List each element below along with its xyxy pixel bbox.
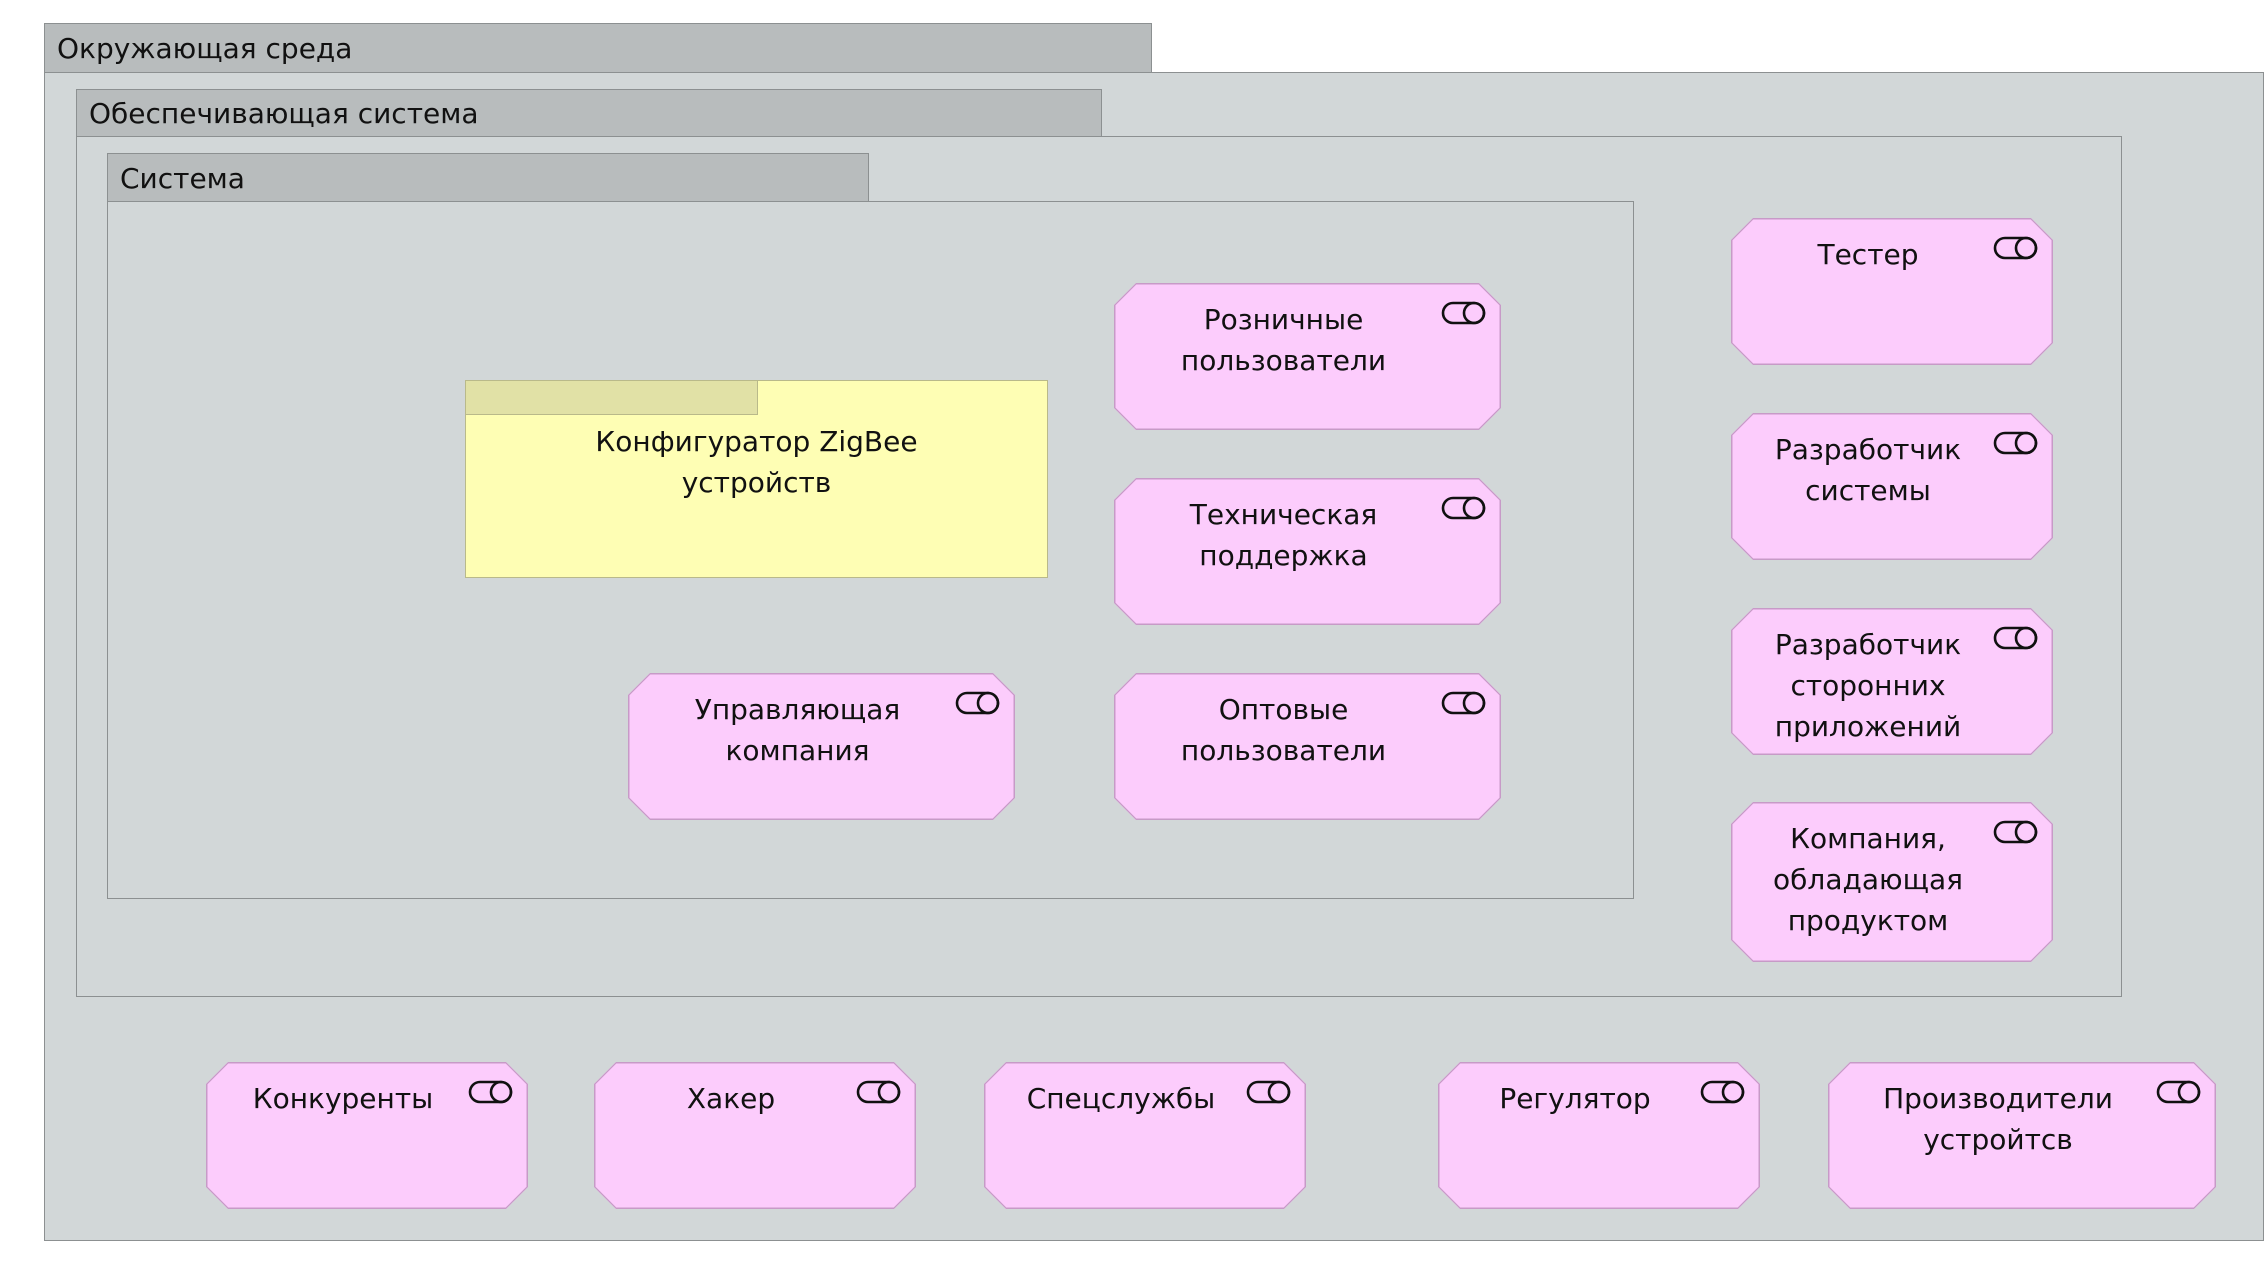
role-label: Техническая поддержка [1126, 494, 1441, 576]
role-border [984, 1062, 1306, 1209]
role-label-line: Техническая [1189, 498, 1378, 531]
role-label-line: Регулятор [1499, 1082, 1651, 1115]
system-group-label: Система [120, 161, 245, 195]
role-special-services[interactable]: Спецслужбы [984, 1062, 1306, 1209]
role-hacker[interactable]: Хакер [594, 1062, 916, 1209]
business-role-icon [468, 1080, 514, 1104]
role-label: Регулятор [1450, 1078, 1700, 1119]
business-role-icon [1993, 236, 2039, 260]
role-border [206, 1062, 528, 1209]
role-management-company[interactable]: Управляющая компания [628, 673, 1015, 820]
supporting-system-group-label: Обеспечивающая система [89, 97, 479, 130]
role-label-line: пользователи [1180, 734, 1387, 767]
business-role-icon [1993, 626, 2039, 650]
role-label-line: Компания, [1790, 822, 1946, 855]
role-label-line: устройтсв [1923, 1123, 2073, 1156]
role-label: Тестер [1743, 234, 1993, 275]
role-label: Разработчик сторонних приложений [1743, 624, 1993, 747]
business-role-icon [1993, 820, 2039, 844]
role-label: Управляющая компания [640, 689, 955, 771]
role-border [1731, 802, 2053, 962]
role-label-line: сторонних [1790, 669, 1946, 702]
role-border [1731, 413, 2053, 560]
role-label-line: Оптовые [1218, 693, 1349, 726]
role-label: Спецслужбы [996, 1078, 1246, 1119]
role-border [1114, 673, 1501, 820]
role-third-party-developer[interactable]: Разработчик сторонних приложений [1731, 608, 2053, 755]
role-label-line: Конкуренты [252, 1082, 434, 1115]
role-label: Компания, обладающая продуктом [1743, 818, 1993, 941]
system-group-tab[interactable]: Система [107, 153, 869, 202]
business-role-icon [2156, 1080, 2202, 1104]
role-border [1114, 283, 1501, 430]
environment-group-label: Окружающая среда [57, 32, 353, 65]
role-regulator[interactable]: Регулятор [1438, 1062, 1760, 1209]
role-label-line: Тестер [1817, 238, 1919, 271]
role-label-line: Производители [1883, 1082, 2113, 1115]
role-border [594, 1062, 916, 1209]
role-label-line: системы [1805, 474, 1931, 507]
role-tech-support[interactable]: Техническая поддержка [1114, 478, 1501, 625]
role-label-line: Хакер [686, 1082, 776, 1115]
role-label-line: Спецслужбы [1026, 1082, 1216, 1115]
role-label-line: продуктом [1787, 904, 1949, 937]
role-label-line: Розничные [1203, 303, 1364, 336]
role-label-line: Управляющая [694, 693, 901, 726]
business-role-icon [1441, 691, 1487, 715]
role-label-line: поддержка [1199, 539, 1368, 572]
business-role-icon [856, 1080, 902, 1104]
role-label: Конкуренты [218, 1078, 468, 1119]
business-role-icon [955, 691, 1001, 715]
environment-group-tab[interactable]: Окружающая среда [44, 23, 1152, 73]
role-border [1731, 608, 2053, 755]
role-competitors[interactable]: Конкуренты [206, 1062, 528, 1209]
application-tab [466, 381, 758, 415]
role-device-manufacturers[interactable]: Производители устройтсв [1828, 1062, 2216, 1209]
business-role-icon [1246, 1080, 1292, 1104]
role-product-owner-company[interactable]: Компания, обладающая продуктом [1731, 802, 2053, 962]
role-label-line: пользователи [1180, 344, 1387, 377]
role-border [628, 673, 1015, 820]
zigbee-configurator-application[interactable]: Конфигуратор ZigBee устройств [465, 380, 1048, 578]
role-label: Хакер [606, 1078, 856, 1119]
role-border [1731, 218, 2053, 365]
role-border [1114, 478, 1501, 625]
business-role-icon [1993, 431, 2039, 455]
role-label-line: Разработчик [1774, 628, 1962, 661]
role-retail-users[interactable]: Розничные пользователи [1114, 283, 1501, 430]
business-role-icon [1700, 1080, 1746, 1104]
role-label-line: компания [725, 734, 870, 767]
business-role-icon [1441, 301, 1487, 325]
role-label: Розничные пользователи [1126, 299, 1441, 381]
role-label: Разработчик системы [1743, 429, 1993, 511]
role-label-line: обладающая [1773, 863, 1963, 896]
role-label-line: Разработчик [1774, 433, 1962, 466]
role-border [1828, 1062, 2216, 1209]
role-wholesale-users[interactable]: Оптовые пользователи [1114, 673, 1501, 820]
role-label: Оптовые пользователи [1126, 689, 1441, 771]
application-label: Конфигуратор ZigBee устройств [595, 425, 918, 499]
role-label-line: приложений [1774, 710, 1962, 743]
role-label: Производители устройтсв [1840, 1078, 2156, 1160]
role-system-developer[interactable]: Разработчик системы [1731, 413, 2053, 560]
supporting-system-group-tab[interactable]: Обеспечивающая система [76, 89, 1102, 137]
role-border [1438, 1062, 1760, 1209]
business-role-icon [1441, 496, 1487, 520]
role-tester[interactable]: Тестер [1731, 218, 2053, 365]
